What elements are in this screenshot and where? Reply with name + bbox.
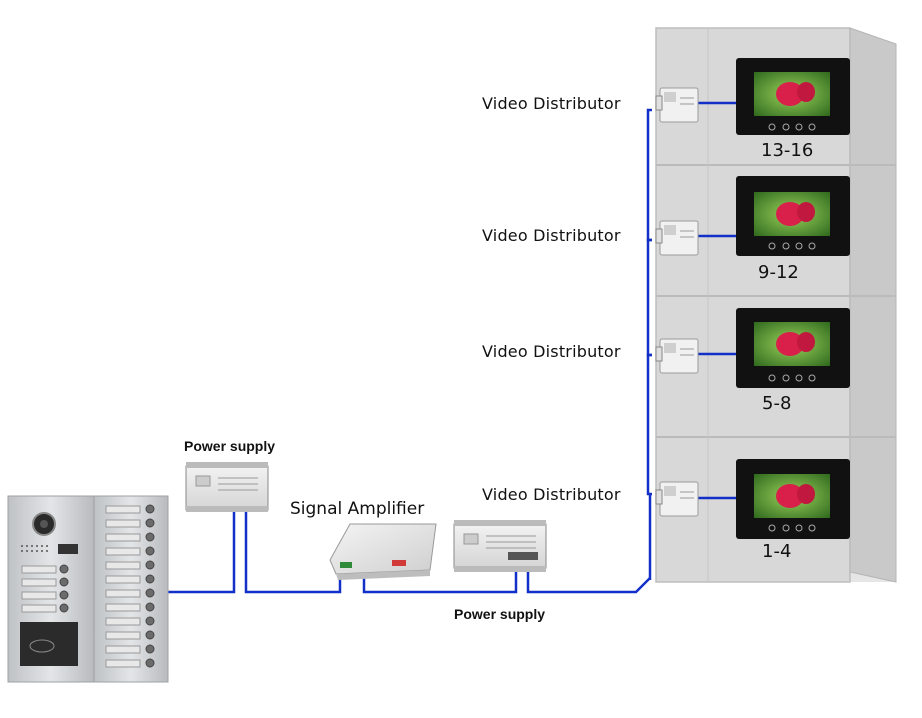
wire-riser-top: [646, 108, 652, 242]
wiring: [168, 101, 736, 594]
monitor-9-12: [736, 176, 850, 256]
power-supply-2: [453, 520, 547, 572]
label-video-distributor-1: Video Distributor: [482, 94, 621, 113]
wire-amp-to-power2: [362, 568, 518, 594]
door-station-panel: [7, 495, 169, 683]
label-group-9-12: 9-12: [758, 262, 799, 283]
wire-riser-low: [646, 353, 652, 496]
monitor-1-4: [736, 459, 850, 539]
label-group-1-4: 1-4: [762, 541, 792, 562]
label-video-distributor-4: Video Distributor: [482, 485, 621, 504]
wire-riser-mid: [646, 238, 652, 357]
monitor-5-8: [736, 308, 850, 388]
wire-door-to-power: [168, 510, 236, 594]
label-group-13-16: 13-16: [761, 140, 814, 161]
wire-power-to-amp: [244, 510, 342, 594]
label-power-supply-bottom: Power supply: [454, 606, 546, 622]
video-distributor-1: [655, 87, 699, 123]
power-supply-1: [185, 462, 269, 512]
video-distributor-4: [655, 481, 699, 517]
label-video-distributor-2: Video Distributor: [482, 226, 621, 245]
wire-power2-to-riser: [526, 572, 651, 594]
video-distributor-2: [655, 220, 699, 256]
label-group-5-8: 5-8: [762, 393, 792, 414]
card-reader-icon: [20, 622, 78, 666]
led-indicator: [392, 560, 406, 566]
signal-amplifier: [329, 523, 437, 580]
video-distributor-3: [655, 338, 699, 374]
label-signal-amplifier: Signal Amplifier: [290, 499, 425, 519]
label-video-distributor-3: Video Distributor: [482, 342, 621, 361]
monitor-13-16: [736, 58, 850, 135]
label-power-supply-top: Power supply: [184, 438, 276, 454]
